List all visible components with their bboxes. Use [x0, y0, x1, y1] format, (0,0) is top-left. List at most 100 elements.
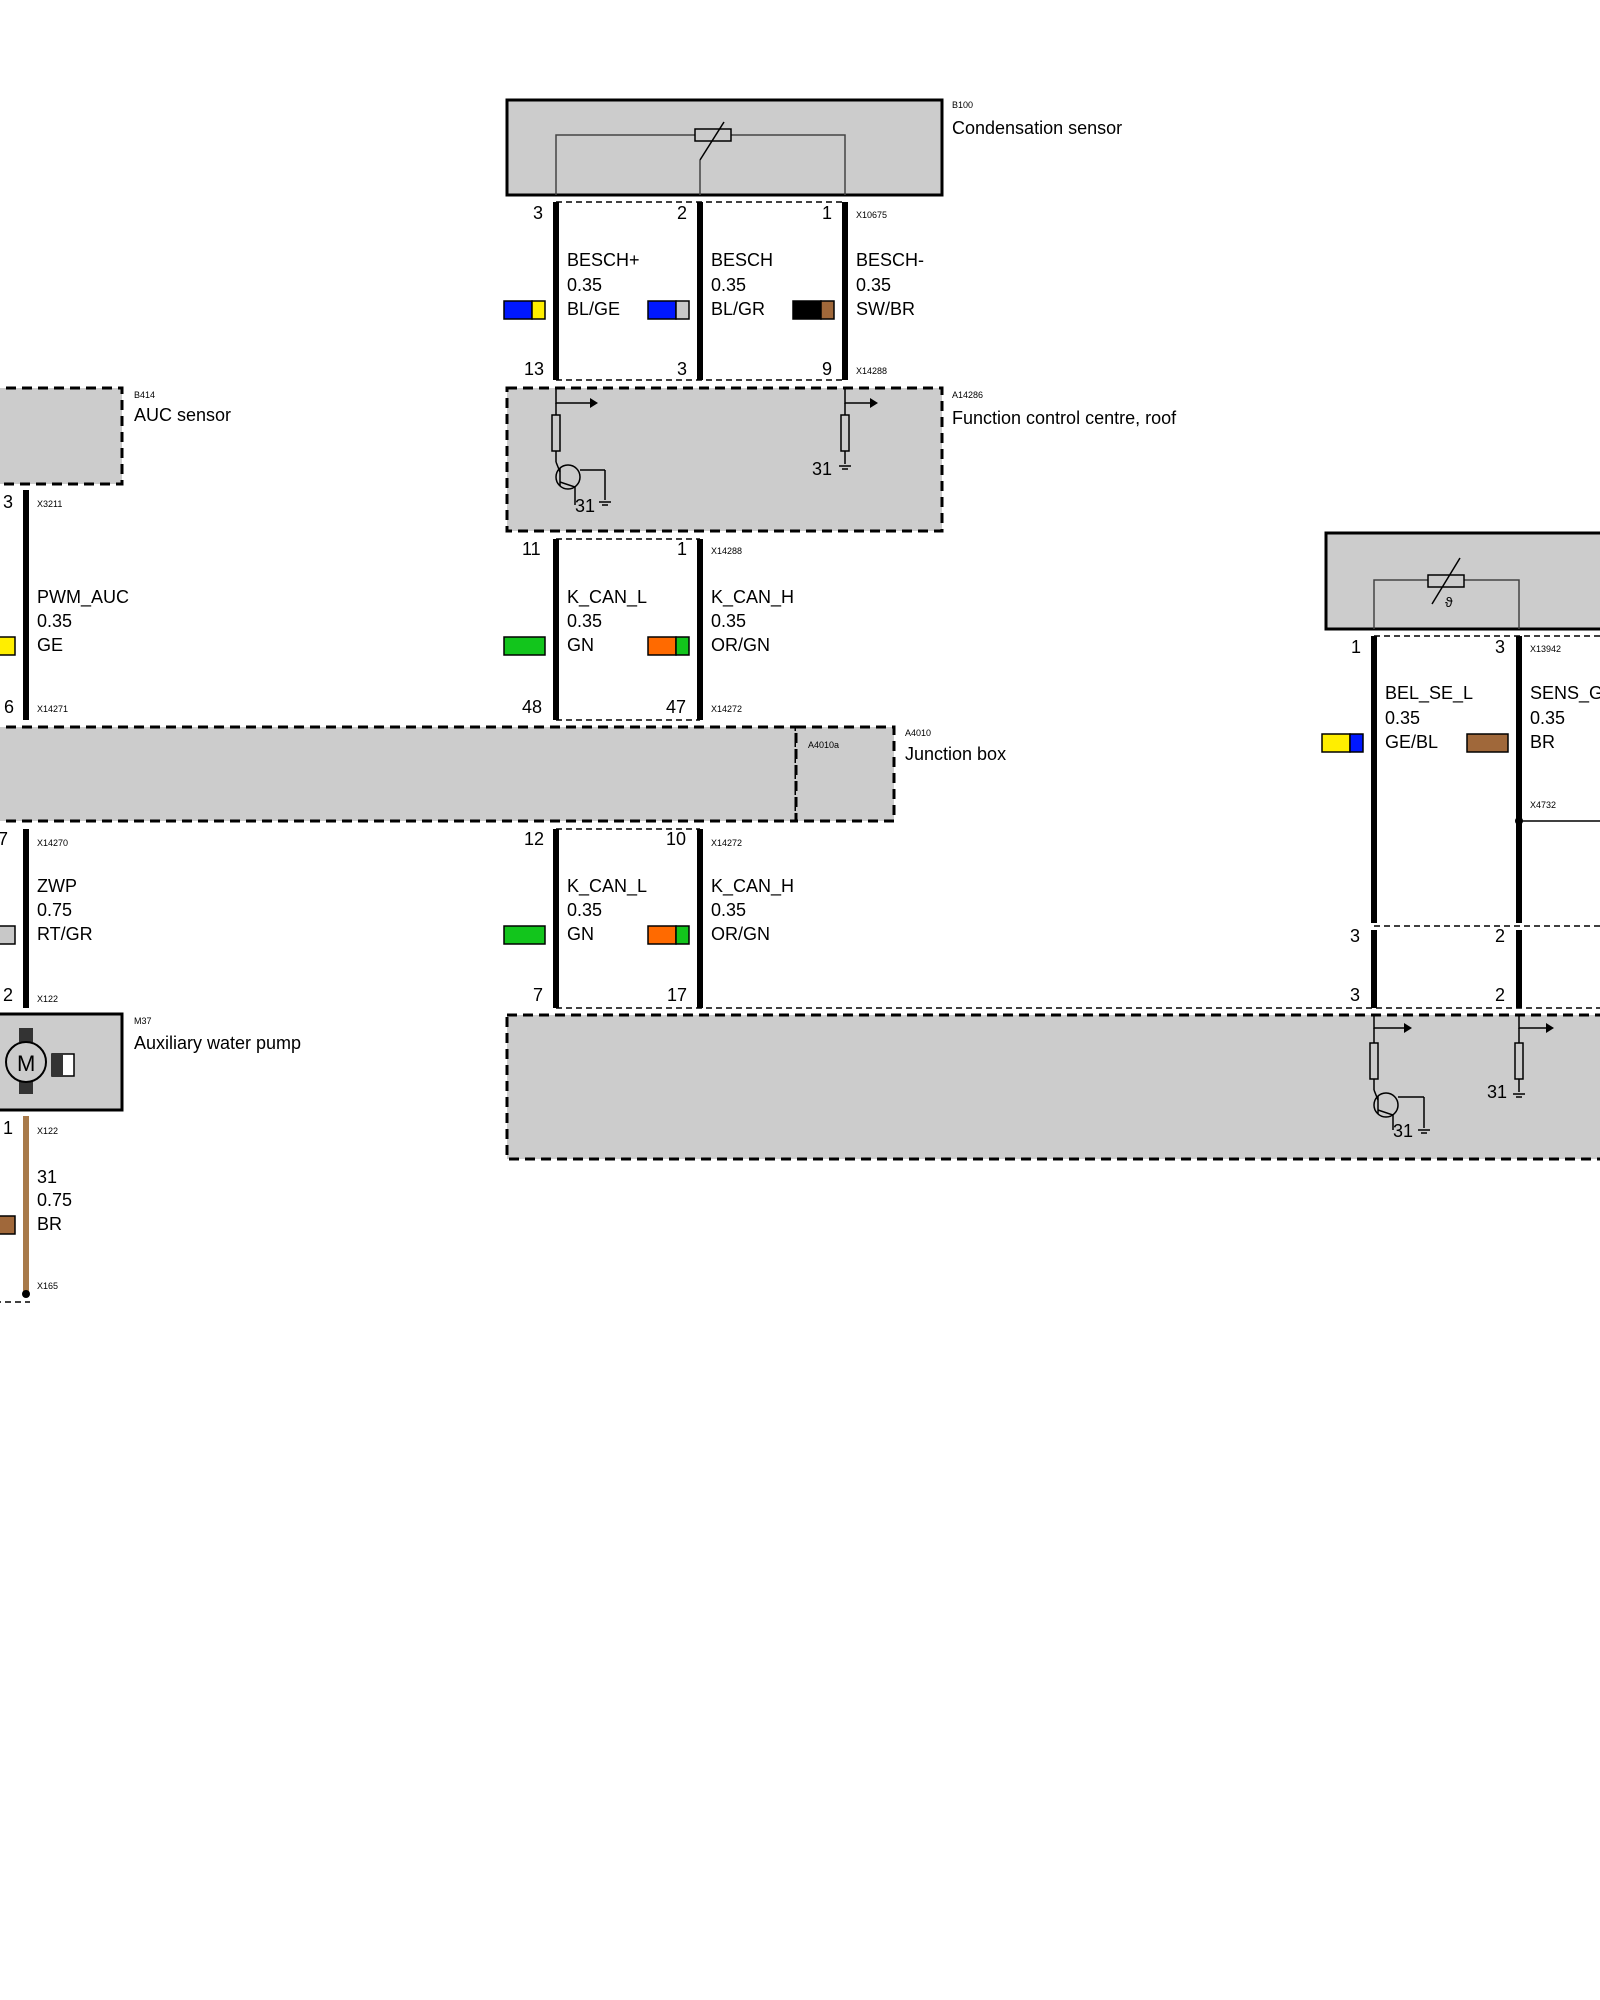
condensation-sensor-component[interactable]: B100 Condensation sensor	[505, 98, 1122, 197]
svg-text:BEL_SE_L: BEL_SE_L	[1385, 683, 1473, 704]
jb-connector-x14272: X14272	[711, 704, 742, 714]
a14286-connector-bottom: X14288	[711, 546, 742, 556]
wire-label-k-can-l-upper: K_CAN_L 0.35 GN	[503, 587, 647, 656]
a14286-pin-11: 11	[522, 539, 541, 559]
svg-text:31: 31	[575, 496, 595, 516]
svg-text:0.35: 0.35	[1385, 708, 1420, 728]
ground-icon	[1513, 1093, 1525, 1098]
svg-text:0.35: 0.35	[567, 900, 602, 920]
svg-text:OR/GN: OR/GN	[711, 924, 770, 944]
wire-label-besch: BESCH 0.35 BL/GR	[647, 250, 773, 320]
svg-text:M: M	[17, 1051, 35, 1076]
svg-text:0.75: 0.75	[37, 900, 72, 920]
jb-pin-6: 6	[4, 697, 14, 717]
svg-text:BR: BR	[1530, 732, 1555, 752]
jb-pin-37: 37	[0, 829, 8, 849]
color-chip-br	[1466, 733, 1509, 753]
auxiliary-water-pump-component[interactable]: M M37 Auxiliary water pump	[0, 1012, 301, 1112]
a14286-pin-9: 9	[822, 359, 832, 379]
wire-label-zwp: ZWP 0.75 RT/GR	[0, 876, 93, 945]
svg-text:0.35: 0.35	[711, 611, 746, 631]
color-chip-ge	[531, 300, 546, 320]
svg-text:31: 31	[37, 1167, 57, 1187]
right-sensor-connector: X13942	[1530, 644, 1561, 654]
jb-connector-x14270: X14270	[37, 838, 68, 848]
m37-name: Auxiliary water pump	[134, 1033, 301, 1053]
jb-pin-47: 47	[666, 697, 686, 717]
a14286-pin-3: 3	[677, 359, 687, 379]
a4010-id: A4010	[905, 728, 931, 738]
svg-text:BESCH+: BESCH+	[567, 250, 640, 270]
wire-label-besch-minus: BESCH- 0.35 SW/BR	[792, 250, 924, 320]
m37-pin-2: 2	[3, 985, 13, 1005]
right-mid-pin-2: 2	[1495, 926, 1505, 946]
b100-name: Condensation sensor	[952, 118, 1122, 138]
junction-box-component[interactable]: A4010a A4010 Junction box	[0, 725, 1006, 823]
svg-text:BL/GE: BL/GE	[567, 299, 620, 319]
b414-name: AUC sensor	[134, 405, 231, 425]
jb-connector-x14272-bottom: X14272	[711, 838, 742, 848]
wire-label-k-can-h-lower: K_CAN_H 0.35 OR/GN	[647, 876, 794, 945]
a14286-pin-13: 13	[524, 359, 544, 379]
svg-text:K_CAN_H: K_CAN_H	[711, 876, 794, 897]
svg-text:0.35: 0.35	[567, 611, 602, 631]
x165-label: X165	[37, 1281, 58, 1291]
a14286-id: A14286	[952, 390, 983, 400]
svg-text:0.35: 0.35	[37, 611, 72, 631]
ground-point	[22, 1290, 30, 1298]
svg-text:31: 31	[1487, 1082, 1507, 1102]
a4010a-id: A4010a	[808, 740, 839, 750]
color-chip-gn	[503, 925, 546, 945]
svg-text:BESCH-: BESCH-	[856, 250, 924, 270]
svg-text:31: 31	[1393, 1121, 1413, 1141]
color-chip-bl	[647, 300, 677, 320]
svg-text:SENS_G: SENS_G	[1530, 683, 1600, 704]
svg-text:31: 31	[812, 459, 832, 479]
b100-pin-1: 1	[822, 203, 832, 223]
color-chip-ge	[0, 636, 16, 656]
color-chip-gn	[503, 636, 546, 656]
svg-text:GE: GE	[37, 635, 63, 655]
svg-text:GN: GN	[567, 924, 594, 944]
b100-pin-3: 3	[533, 203, 543, 223]
lower-ecu-pin-17: 17	[667, 985, 687, 1005]
lower-ecu-pin-3: 3	[1350, 985, 1360, 1005]
thermistor-icon: ϑ	[1373, 557, 1520, 629]
jb-pin-48: 48	[522, 697, 542, 717]
auc-sensor-component[interactable]: B414 AUC sensor	[0, 386, 231, 486]
jb-connector-x14271: X14271	[37, 704, 68, 714]
svg-text:0.75: 0.75	[37, 1190, 72, 1210]
svg-text:ZWP: ZWP	[37, 876, 77, 896]
function-control-centre-roof-component[interactable]: 31 31 A14286 Function control centre, ro…	[505, 386, 1177, 533]
svg-text:GE/BL: GE/BL	[1385, 732, 1438, 752]
ground-icon	[1418, 1129, 1430, 1134]
color-chip-gr	[0, 925, 16, 945]
lower-control-unit-component[interactable]: 31 31	[505, 1013, 1600, 1161]
right-sensor-component[interactable]: ϑ	[1324, 531, 1600, 631]
wire-label-k-can-l-lower: K_CAN_L 0.35 GN	[503, 876, 647, 945]
svg-text:K_CAN_L: K_CAN_L	[567, 587, 647, 608]
wire-label-ground-31: 31 0.75 BR	[0, 1167, 72, 1235]
svg-text:0.35: 0.35	[711, 900, 746, 920]
svg-text:0.35: 0.35	[711, 275, 746, 295]
color-chip-br	[820, 300, 835, 320]
wire-label-besch-plus: BESCH+ 0.35 BL/GE	[503, 250, 640, 320]
jb-pin-12: 12	[524, 829, 544, 849]
ground-icon	[839, 465, 851, 470]
m37-connector-bottom: X122	[37, 1126, 58, 1136]
wire-label-k-can-h-upper: K_CAN_H 0.35 OR/GN	[647, 587, 794, 656]
ground-icon	[599, 501, 611, 506]
b414-id: B414	[134, 390, 155, 400]
color-chip-gn	[675, 636, 690, 656]
a14286-name: Function control centre, roof	[952, 408, 1177, 428]
right-sensor-pin-1: 1	[1351, 637, 1361, 657]
resistor-icon: 31	[812, 388, 878, 479]
color-chip-or	[647, 925, 677, 945]
color-chip-or	[647, 636, 677, 656]
wire-label-pwm-auc: PWM_AUC 0.35 GE	[0, 587, 129, 656]
svg-text:BR: BR	[37, 1214, 62, 1234]
b100-id: B100	[952, 100, 973, 110]
right-mid-pin-3: 3	[1350, 926, 1360, 946]
b100-connector: X10675	[856, 210, 887, 220]
